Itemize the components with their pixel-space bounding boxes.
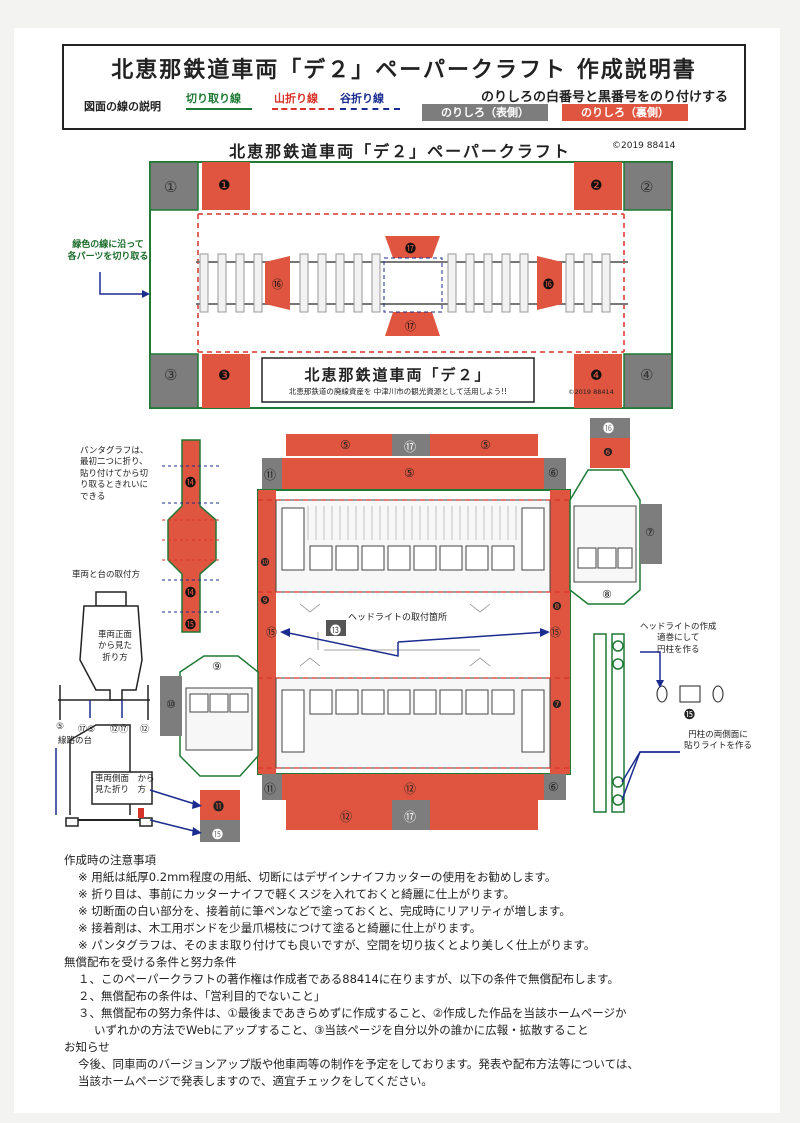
note-item: ※ 接着剤は、木工用ボンドを少量爪楊枝につけて塗ると綺麗に仕上がります。 [78, 921, 482, 935]
mount-num-17-5: ⑰⑤ [78, 725, 96, 735]
car-body [160, 418, 662, 842]
body-bottom-tab-12: ⑫ [404, 782, 417, 796]
glue-note: のりしろの白番号と黒番号をのり付けする [480, 90, 728, 105]
instructions-section: 作成時の注意事項 ※ 用紙は紙厚0.2mm程度の用紙、切断にはデザインナイフカッ… [64, 852, 764, 1090]
license-heading: 無償配布を受ける条件と努力条件 [64, 955, 237, 969]
base-tab-2-back: ❷ [590, 178, 603, 194]
track-base [149, 161, 673, 409]
base-tab-1: ① [164, 178, 178, 196]
glue-front-tag: のりしろ（表側） [422, 104, 548, 121]
legend-label: 図面の線の説明 [84, 100, 161, 113]
plate-copyright: ©2019 88414 [568, 388, 614, 396]
mount-num-12: ⑫ [140, 725, 150, 735]
body-top-tab-6: ⑥ [548, 466, 559, 480]
headlight-mark-13: ⓭ [330, 624, 341, 637]
legend-cut-label: 切り取り線 [186, 92, 241, 105]
headlight-num: ⓯ [684, 708, 695, 721]
front-tab-6: ❻ [603, 446, 613, 459]
body-tab-15-right: ⑮ [550, 626, 561, 639]
base-tab-3-back: ❸ [218, 368, 231, 384]
notice-line: 当該ホームページで発表しますので、適宜チェックをしてください。 [78, 1074, 433, 1088]
sheet-copyright: ©2019 88414 [612, 141, 676, 151]
legend-valley-label: 谷折り線 [340, 92, 384, 105]
body-side-10: ❿ [260, 556, 270, 569]
pantograph-note: パンタグラフは、 最初二つに折り、 貼り付けてから切 り取るときれいに できる [80, 446, 149, 502]
track-label: 線路の台 [58, 736, 93, 746]
base-tab-3: ③ [164, 366, 178, 384]
base-tab-4-back: ❹ [590, 368, 603, 384]
front-tab-15: ⓯ [212, 828, 223, 841]
license-item: １、このペーパークラフトの著作権は作成者である88414に在りますが、以下の条件… [78, 972, 619, 986]
cut-callout: 緑色の線に沿って 各パーツを切り取る [67, 240, 149, 262]
note-item: ※ パンタグラフは、そのまま取り付けても良いですが、空間を切り抜くとより美しく仕… [78, 938, 596, 952]
front-view-label: 車両正面 から見た 折り方 [97, 630, 132, 663]
pointer-arrows [99, 272, 680, 833]
headlight-position-label: ヘッドライトの取付箇所 [348, 613, 448, 623]
body-top-tab-11: ⑪ [264, 468, 277, 482]
name-plate-title: 北恵那鉄道車両「デ２」 [304, 366, 492, 384]
mount-num-12-17: ⑫⑰ [110, 725, 129, 735]
instruction-header: 北恵那鉄道車両「デ２」ペーパークラフト 作成説明書 図面の線の説明 切り取り線 … [62, 44, 746, 130]
pantograph-tab-14b: ⓮ [185, 586, 196, 599]
base-tab-17-lower: ⑰ [405, 320, 416, 333]
base-tab-16-back: ⓰ [543, 278, 554, 291]
pantograph-part [162, 439, 222, 633]
notice-line: 今後、同車両のバージョンアップ版や他車両等の制作を予定をしております。発表や配布… [78, 1057, 639, 1071]
note-item: ※ 折り目は、事前にカッターナイフで軽くスジを入れておくと綺麗に仕上がります。 [78, 887, 515, 901]
legend-mountain-label: 山折り線 [274, 92, 318, 105]
body-top-tab-5c: ⑤ [404, 466, 415, 480]
base-tab-17-upper: ⓱ [405, 242, 416, 255]
base-tab-4: ④ [640, 366, 654, 384]
headlight-paste-note: 円柱の両側面に 貼りライトを作る [684, 730, 753, 752]
front-tab-8: ⑧ [602, 588, 612, 601]
front-tab-7: ⑦ [645, 526, 655, 539]
body-top-tab-5b: ⑤ [480, 438, 491, 452]
notice-heading: お知らせ [64, 1040, 110, 1054]
base-tab-2: ② [640, 178, 654, 196]
body-bottom-tab-6: ⑥ [548, 780, 559, 794]
arrow-heads [142, 290, 664, 836]
document-title: 北恵那鉄道車両「デ２」ペーパークラフト 作成説明書 [111, 58, 697, 83]
license-item: ２、無償配布の条件は、「営利目的でないこと」 [78, 989, 326, 1003]
license-item: ３、無償配布の努力条件は、①最後まであきらめずに作成すること、②作成した作品を当… [78, 1006, 627, 1020]
mount-title: 車両と台の取付方 [72, 570, 141, 580]
legend-valley-line [340, 108, 400, 110]
license-item: いずれかの方法でWebにアップすること、③当該ページを自分以外の誰かに広報・拡散… [94, 1023, 589, 1037]
base-tab-16: ⑯ [272, 278, 283, 291]
glue-back-tag: のりしろ（裏側） [562, 104, 688, 121]
note-item: ※ 用紙は紙厚0.2mm程度の用紙、切断にはデザインナイフカッターの使用をお勧め… [78, 870, 557, 884]
front-tab-9: ⑨ [212, 660, 222, 673]
name-plate-subtitle: 北恵那鉄道の廃線資産を 中津川市の観光資源として活用しよう!! [288, 387, 508, 396]
headlight-make-note: ヘッドライトの作成 適巻にして 円柱を作る [640, 622, 717, 655]
legend-cut-line [186, 108, 252, 110]
body-side-9: ❾ [260, 594, 270, 607]
body-side-8: ❽ [552, 600, 562, 613]
body-bottom-tab-17: ⑰ [404, 810, 417, 824]
front-tab-16: ⓰ [603, 422, 614, 435]
body-tab-15-left: ⑮ [266, 626, 277, 639]
notes-heading: 作成時の注意事項 [64, 853, 156, 867]
side-view-label: 車両側面 から 見た折り 方 [95, 774, 155, 796]
body-top-tab-5a: ⑤ [340, 438, 351, 452]
front-tab-11: ⓫ [213, 800, 224, 813]
mount-num-5: ⑤ [56, 722, 65, 732]
body-bottom-tab-12b: ⑫ [340, 810, 353, 824]
headlight-parts [593, 633, 724, 813]
front-tab-10: ⑩ [166, 698, 176, 711]
body-side-7: ❼ [552, 698, 562, 711]
body-bottom-tab-11: ⑪ [264, 782, 277, 796]
sheet-title: 北恵那鉄道車両「デ２」ペーパークラフト [229, 142, 571, 161]
pantograph-tab-15: ⓯ [185, 618, 196, 631]
mount-diagram [55, 591, 153, 827]
pantograph-tab-14a: ⓮ [185, 476, 196, 489]
base-tab-1-back: ❶ [218, 178, 231, 194]
legend-mountain-line [272, 108, 334, 110]
note-item: ※ 切断面の白い部分を、接着前に筆ペンなどで塗っておくと、完成時にリアリティが増… [78, 904, 571, 918]
body-top-tab-17: ⑰ [404, 440, 417, 454]
